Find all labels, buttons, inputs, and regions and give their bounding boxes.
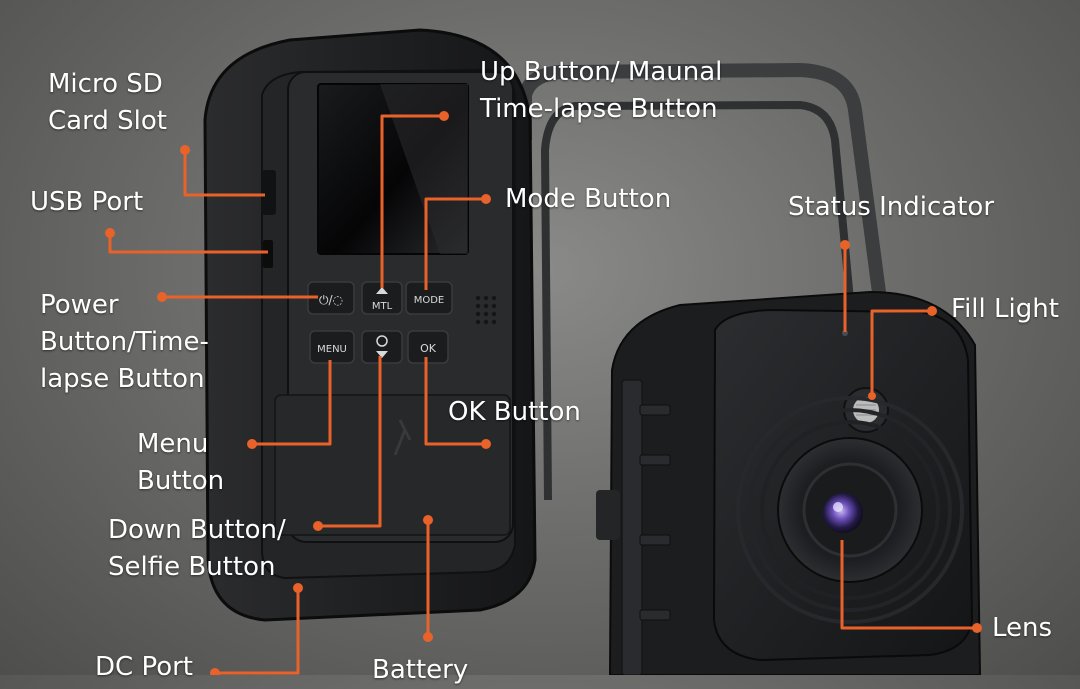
leader-usb [108, 233, 268, 254]
label-lens: Lens [992, 613, 1053, 643]
label-ok-button: OK Button [448, 397, 581, 427]
label-mode-button: Mode Button [505, 184, 672, 214]
label-fill-light: Fill Light [951, 294, 1059, 324]
leader-ok [424, 357, 486, 446]
ok-key[interactable]: OK [407, 330, 449, 364]
keypad: ⏻/◌ MTL MODE MENU OK [307, 281, 453, 364]
svg-text:MENU: MENU [317, 344, 347, 355]
callout-lines [108, 114, 977, 675]
label-menu-button: Menu Button [137, 429, 225, 496]
svg-text:MODE: MODE [414, 295, 445, 306]
lens-assembly [736, 396, 964, 624]
label-battery: Battery [372, 655, 469, 685]
callout-dots [105, 111, 982, 675]
leader-dc [215, 588, 300, 675]
camera-body [596, 290, 982, 675]
svg-text:MTL: MTL [372, 301, 393, 312]
leader-micro-sd [183, 150, 265, 197]
label-micro-sd: Micro SD Card Slot [48, 69, 167, 136]
menu-key[interactable]: MENU [309, 330, 355, 364]
leader-fill-light [870, 309, 932, 396]
svg-text:OK: OK [420, 342, 437, 355]
label-dc-port: DC Port [95, 652, 193, 682]
lens-glass [823, 493, 863, 533]
leader-lens [840, 540, 977, 630]
power-key[interactable]: ⏻/◌ [307, 281, 355, 315]
label-power-button: Power Button/Time- lapse Button [40, 290, 209, 394]
down-key[interactable] [361, 330, 403, 364]
camera-scene: ⏻/◌ MTL MODE MENU OK [105, 28, 982, 675]
mode-key[interactable]: MODE [405, 281, 453, 315]
leader-up [380, 114, 444, 288]
label-status-indicator: Status Indicator [788, 192, 995, 222]
leader-mode [424, 197, 486, 290]
label-up-button: Up Button/ Maunal Time-lapse Button [480, 57, 723, 124]
label-down-button: Down Button/ Selfie Button [108, 515, 286, 582]
svg-text:⏻/◌: ⏻/◌ [319, 293, 343, 307]
label-usb-port: USB Port [30, 187, 144, 217]
leader-menu [252, 360, 332, 446]
leader-down [318, 356, 382, 528]
